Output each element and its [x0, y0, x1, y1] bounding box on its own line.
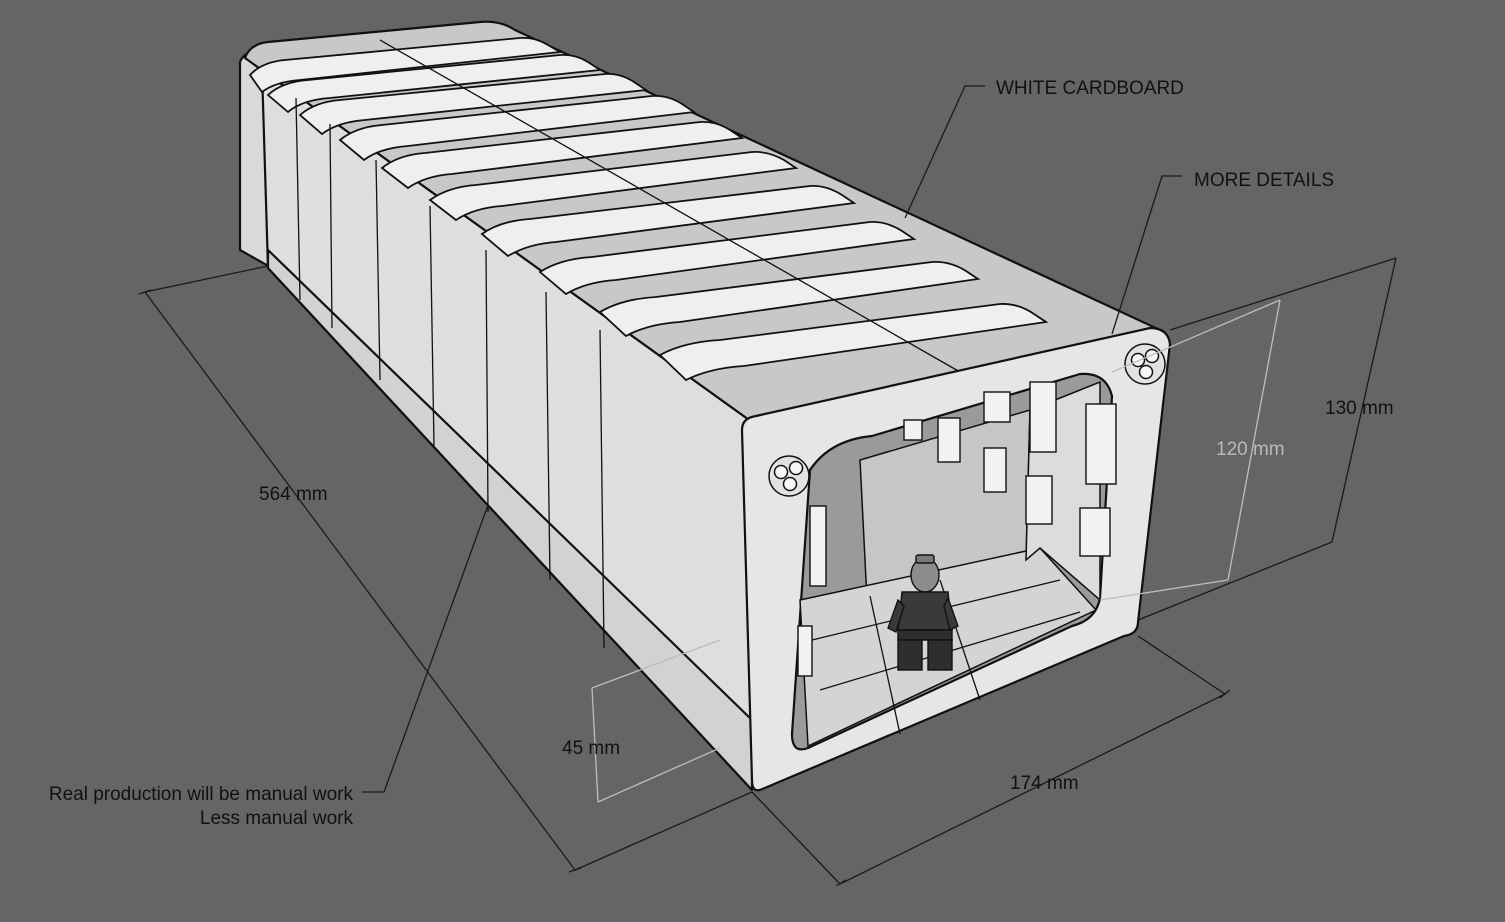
leader-more-details	[1111, 175, 1182, 335]
leader-production-note	[362, 504, 489, 793]
dimension-outer-height	[1137, 257, 1397, 621]
corner-connector-left	[768, 455, 810, 497]
scale-minifigure	[887, 554, 959, 671]
label-inner-height: 120 mm	[1216, 439, 1285, 460]
label-white-cardboard: WHITE CARDBOARD	[996, 78, 1184, 99]
dimension-segment-depth	[591, 639, 721, 803]
label-segment-depth: 45 mm	[562, 738, 620, 759]
dimension-width	[751, 635, 1231, 887]
label-production-note-line2: Less manual work	[200, 808, 354, 829]
dimension-inner-height	[1099, 299, 1281, 601]
label-outer-height: 130 mm	[1325, 398, 1394, 419]
label-more-details: MORE DETAILS	[1194, 170, 1334, 191]
label-production-note-line1: Real production will be manual work	[49, 784, 354, 805]
leader-lines	[362, 85, 1182, 793]
wall-details	[797, 381, 1117, 677]
dimension-length	[138, 265, 753, 873]
roof-ridge	[379, 39, 961, 373]
bottom-edge-strip	[266, 248, 754, 792]
label-length: 564 mm	[259, 484, 328, 505]
leader-white-cardboard	[904, 85, 985, 219]
corridor-model	[238, 20, 1172, 792]
wall-segment-joints	[295, 97, 605, 649]
roof-ribs	[248, 36, 1049, 382]
label-width: 174 mm	[1010, 773, 1079, 794]
